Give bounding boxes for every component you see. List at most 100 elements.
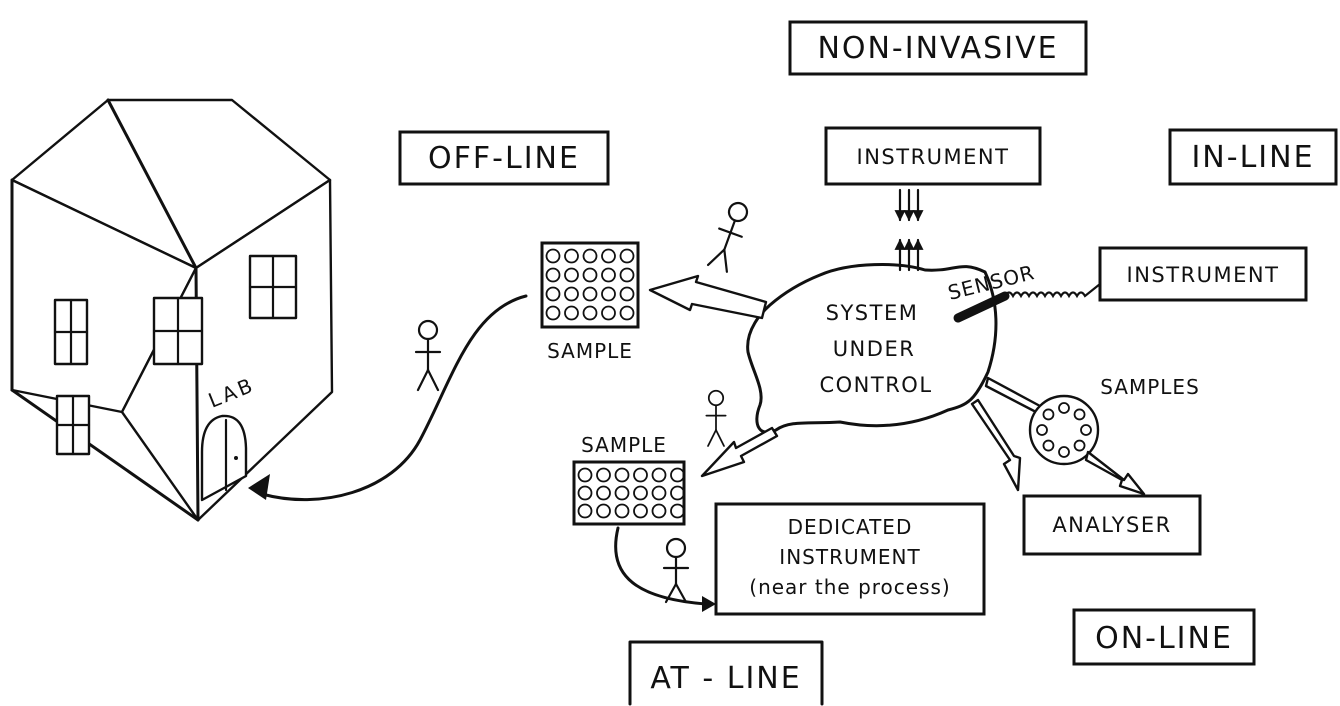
sample-well <box>614 503 630 519</box>
sample-well <box>1042 439 1055 452</box>
analyser-box: ANALYSER <box>1022 494 1202 556</box>
sample-well <box>1058 446 1070 458</box>
sample-well <box>601 248 616 264</box>
sample-well <box>545 267 561 283</box>
samples-carousel-wells <box>1036 402 1092 458</box>
sample-atline: SAMPLE <box>572 433 686 526</box>
sample-well <box>564 267 579 283</box>
sample-well <box>614 467 630 483</box>
operator-figure <box>705 389 727 447</box>
sample-offline-label: SAMPLE <box>547 339 633 363</box>
sample-atline-label: SAMPLE <box>581 433 667 457</box>
arrow-blob-to-samples-carousel <box>984 376 1042 414</box>
on-line-label: ON-LINE <box>1095 621 1233 656</box>
on-line-box: ON-LINE <box>1072 608 1256 666</box>
sample-atline-wells <box>577 467 685 519</box>
sample-well <box>1073 439 1086 452</box>
arrow-to-atline-sample <box>700 426 779 478</box>
sample-offline: SAMPLE <box>540 241 640 363</box>
sample-well <box>633 485 648 501</box>
samples-carousel: SAMPLES <box>1028 375 1200 466</box>
at-line-label: AT - LINE <box>650 661 801 696</box>
sample-well <box>582 267 598 283</box>
instrument-top-label: INSTRUMENT <box>857 145 1010 169</box>
sample-well <box>633 467 648 483</box>
sample-well <box>651 503 667 519</box>
arrow-sample-to-lab <box>260 294 528 502</box>
lab-door <box>200 414 248 502</box>
sample-well <box>1073 408 1086 421</box>
samples-online-label: SAMPLES <box>1100 375 1200 399</box>
sample-well <box>1058 402 1070 414</box>
arrow-sample-to-dedicated <box>614 526 708 606</box>
sample-well <box>619 305 635 321</box>
in-line-label: IN-LINE <box>1191 140 1314 175</box>
sample-well <box>614 485 630 501</box>
sample-well <box>577 467 593 483</box>
dedicated-instrument-box: DEDICATED INSTRUMENT (near the process) <box>714 502 986 616</box>
sensor-probe: SENSOR <box>945 260 1102 323</box>
arrow-to-offline-sample <box>648 274 768 320</box>
lab-window <box>248 254 298 320</box>
sample-well <box>596 467 611 483</box>
system-label-line1: SYSTEM <box>826 301 919 325</box>
at-line-box: AT - LINE <box>628 640 824 706</box>
non-invasive-label: NON-INVASIVE <box>817 31 1058 66</box>
sample-well <box>670 503 685 519</box>
off-line-box: OFF-LINE <box>398 130 610 186</box>
sample-well <box>582 305 598 321</box>
lab-window <box>53 298 89 366</box>
sample-well <box>651 485 667 501</box>
sample-well <box>670 485 685 501</box>
sample-well <box>564 286 579 302</box>
system-label-line3: CONTROL <box>819 373 932 397</box>
instrument-right-box: INSTRUMENT <box>1098 246 1308 302</box>
sample-well <box>1080 424 1092 436</box>
sample-well <box>545 305 561 321</box>
dedicated-label-line2: INSTRUMENT <box>779 545 920 569</box>
sample-well <box>601 305 616 321</box>
dedicated-label-line1: DEDICATED <box>788 515 913 539</box>
sample-well <box>1042 408 1055 421</box>
dedicated-label-line3: (near the process) <box>749 575 950 599</box>
arrow-blob-to-analyser <box>970 398 1022 492</box>
sample-well <box>670 467 685 483</box>
sample-well <box>1036 424 1048 436</box>
sample-well <box>582 286 598 302</box>
operator-figure <box>662 537 690 604</box>
non-invasive-signal-arrows <box>894 188 924 272</box>
sample-well <box>545 248 561 264</box>
system-under-control: SYSTEM UNDER CONTROL <box>746 263 998 434</box>
operator-figure <box>414 319 442 392</box>
analyser-label: ANALYSER <box>1052 513 1171 537</box>
sample-well <box>564 305 579 321</box>
lab-window <box>152 296 204 366</box>
sample-well <box>596 503 611 519</box>
off-line-label: OFF-LINE <box>428 141 580 176</box>
non-invasive-box: NON-INVASIVE <box>788 20 1088 76</box>
sample-well <box>619 286 635 302</box>
instrument-right-label: INSTRUMENT <box>1127 263 1280 287</box>
sample-well <box>619 248 635 264</box>
lab-building: LAB <box>10 98 334 522</box>
lab-window <box>55 394 91 456</box>
sample-well <box>545 286 561 302</box>
operator-figure <box>706 201 749 273</box>
sample-offline-wells <box>545 248 635 321</box>
in-line-box: IN-LINE <box>1168 128 1338 186</box>
system-label-line2: UNDER <box>833 337 916 361</box>
sensor-cable <box>1003 282 1102 299</box>
sample-well <box>651 467 667 483</box>
sample-well <box>601 267 616 283</box>
sample-well <box>564 248 579 264</box>
sample-well <box>601 286 616 302</box>
sample-well <box>596 485 611 501</box>
sample-well <box>577 485 593 501</box>
sample-well <box>582 248 598 264</box>
sample-well <box>619 267 635 283</box>
arrow-carousel-to-analyser <box>1084 450 1146 496</box>
sample-well <box>633 503 648 519</box>
sample-well <box>577 503 593 519</box>
instrument-top-box: INSTRUMENT <box>824 126 1042 186</box>
